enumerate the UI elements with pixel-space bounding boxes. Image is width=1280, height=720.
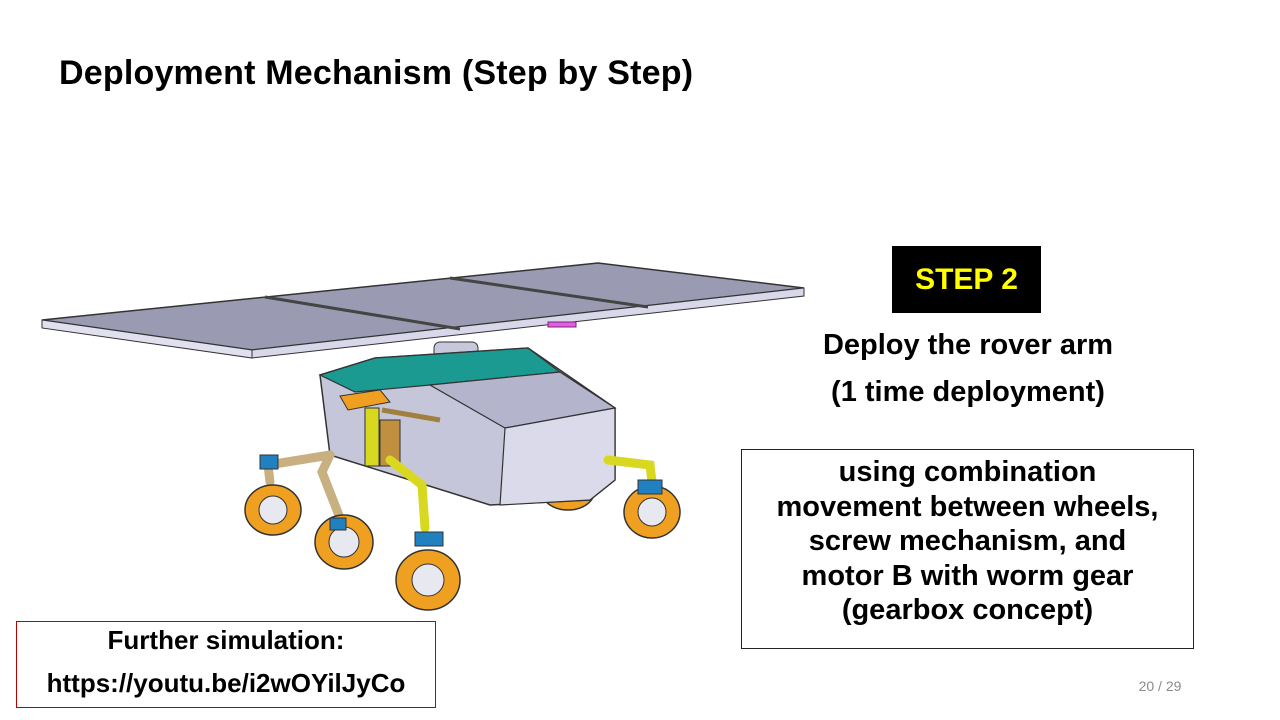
- simulation-link[interactable]: https://youtu.be/i2wOYilJyCo: [46, 668, 406, 698]
- description-line-1: Deploy the rover arm: [822, 329, 1114, 361]
- link-label: Further simulation:: [107, 625, 345, 655]
- simulation-link-box: Further simulation: https://youtu.be/i2w…: [16, 621, 436, 708]
- step-badge: STEP 2: [892, 246, 1041, 313]
- solar-panel: [41, 262, 805, 359]
- note-line: motor B with worm gear: [801, 559, 1134, 592]
- rover-body: [318, 347, 617, 506]
- note-line: (gearbox concept): [841, 594, 1094, 626]
- note-line: movement between wheels,: [776, 490, 1159, 523]
- page-number: 20 / 29: [1138, 678, 1182, 694]
- description-line-2: (1 time deployment): [831, 376, 1105, 408]
- slide-title: Deployment Mechanism (Step by Step): [59, 54, 694, 92]
- rover-arm: [339, 389, 441, 467]
- wheels: [244, 454, 681, 611]
- note-line: using combination: [838, 456, 1097, 488]
- note-box: using combination movement between wheel…: [741, 449, 1194, 649]
- rover-illustration: [41, 262, 805, 611]
- step-label: STEP 2: [915, 262, 1018, 296]
- note-line: screw mechanism, and: [808, 525, 1127, 557]
